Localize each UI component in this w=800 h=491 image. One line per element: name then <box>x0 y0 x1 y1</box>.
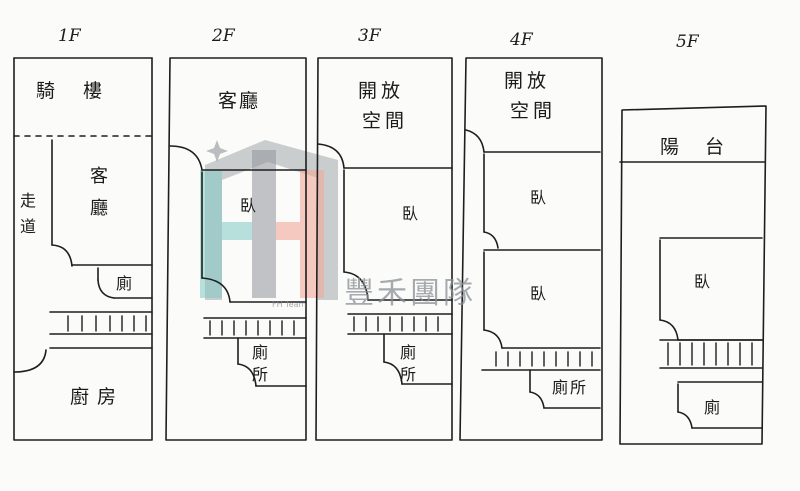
room-2f-restroom: 廁所 <box>249 344 268 388</box>
room-4f-bedroom-upper: 臥 <box>530 188 547 207</box>
watermark-logo-icon <box>200 140 338 300</box>
floor-4f-plan <box>459 57 603 441</box>
floor-label-4f: 4F <box>510 30 533 50</box>
floor-label-5f: 5F <box>676 32 699 52</box>
room-4f-restroom: 廁所 <box>552 378 589 397</box>
room-5f-balcony: 陽台 <box>660 136 751 158</box>
floor-label-2f: 2F <box>212 26 235 46</box>
watermark-brand: 豐禾團隊 <box>344 276 476 311</box>
floor-label-1f: 1F <box>58 26 81 46</box>
room-4f-open-line2: 空間 <box>510 100 557 122</box>
room-4f-bedroom-lower: 臥 <box>530 284 547 303</box>
room-3f-open-line2: 空間 <box>362 110 409 132</box>
floor-label-3f: 3F <box>358 26 381 46</box>
room-1f-living: 客廳 <box>87 166 108 230</box>
floor-1f-plan <box>13 57 153 441</box>
floor-2f-plan <box>165 57 307 441</box>
room-4f-open-line1: 開放 <box>504 70 551 92</box>
room-3f-open-line1: 開放 <box>358 80 405 102</box>
room-3f-restroom: 廁所 <box>397 344 416 388</box>
room-1f-corridor: 走道 <box>17 192 36 244</box>
room-2f-living-1: 客廳 <box>218 90 261 112</box>
room-1f-toilet: 廁 <box>116 274 133 293</box>
watermark-small: FH Team <box>272 300 307 309</box>
room-1f-kitchen: 廚房 <box>70 386 125 408</box>
room-2f-bedroom: 臥 <box>240 196 257 215</box>
floor-5f-plan <box>619 105 767 445</box>
room-5f-toilet: 廁 <box>704 398 721 417</box>
room-1f-arcade: 騎樓 <box>36 80 131 102</box>
room-3f-bedroom: 臥 <box>402 204 419 223</box>
room-5f-bedroom: 臥 <box>694 272 711 291</box>
floor-3f-plan <box>315 57 453 441</box>
